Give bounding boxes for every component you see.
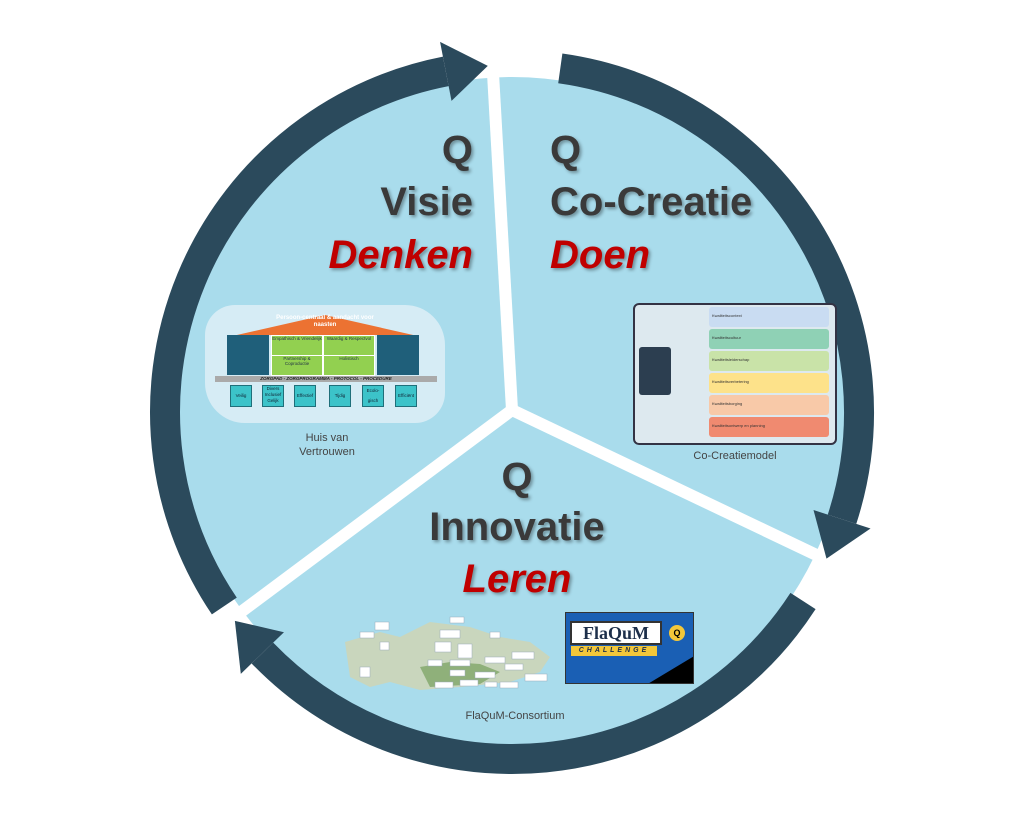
model-band: Kwaliteitsverbetering	[709, 373, 829, 393]
house-base: Veilig	[230, 385, 252, 407]
caption-line: Vertrouwen	[299, 446, 355, 458]
visie-verb: Denken	[328, 233, 474, 277]
arrowhead-icon	[813, 509, 871, 559]
huis-van-vertrouwen-image: Persoon-centraal & aandacht voor naasten…	[205, 305, 445, 423]
arrowhead-icon	[440, 41, 488, 101]
innovatie-q: Q	[501, 455, 533, 499]
huis-caption: Huis van Vertrouwen	[277, 431, 377, 459]
house-beam: ZORGPAD - ZORGPROGRAMMA - PROTOCOL - PRO…	[215, 376, 437, 382]
house-roof-text: Persoon-centraal & aandacht voor naasten	[276, 315, 374, 328]
model-band: Kwaliteitsborging	[709, 395, 829, 415]
cocreatie-caption: Co-Creatiemodel	[693, 450, 777, 462]
divider-lower-left	[186, 405, 516, 655]
model-band: Kwaliteitscontext	[709, 307, 829, 327]
house-base: Ecolo-gisch	[362, 385, 384, 407]
arrowhead-icon	[234, 620, 284, 674]
house-cell: Partnership & Coproductie	[271, 355, 323, 376]
divider-lower-right	[509, 404, 893, 596]
house-base: Tijdig	[329, 385, 351, 407]
arc-innovatie-to-visie	[251, 592, 816, 774]
divider-top	[484, 19, 518, 411]
arc-cocreatie-to-innovatie	[558, 53, 874, 524]
house-cell: Waardig & Respectvol	[323, 335, 375, 356]
model-lead-box	[639, 347, 671, 395]
house-base: Divers Inclusief Gelijk	[262, 385, 284, 407]
challenge-logo-text: FlaQuM	[570, 621, 662, 645]
model-band: Kwaliteitsontwerp en planning	[709, 417, 829, 437]
consortium-caption: FlaQuM-Consortium	[465, 710, 565, 722]
model-band: Kwaliteitsleiderschap	[709, 351, 829, 371]
challenge-tagline: CHALLENGE	[571, 646, 657, 656]
arc-visie-to-cocreatie	[150, 56, 449, 615]
innovatie-title: Innovatie	[429, 505, 605, 549]
house-cell: Holistisch	[323, 355, 375, 376]
model-band: Kwaliteitscultuur	[709, 329, 829, 349]
challenge-q-badge: Q	[669, 625, 685, 641]
cocreatie-q: Q	[550, 128, 582, 172]
sector-dividers	[186, 19, 893, 655]
house-base: Effectief	[294, 385, 316, 407]
co-creatiemodel-image: Kwaliteitscontext Kwaliteitscultuur Kwal…	[633, 303, 837, 445]
cocreatie-title: Co-Creatie	[550, 180, 753, 224]
house-pillar-left	[227, 335, 269, 375]
house-pillar-right	[377, 335, 419, 375]
innovatie-verb: Leren	[462, 557, 572, 601]
consortium-map-image	[345, 616, 550, 690]
caption-line: Huis van	[305, 432, 349, 444]
cocreatie-verb: Doen	[550, 233, 650, 277]
house-base: Efficiënt	[395, 385, 417, 407]
visie-q: Q	[441, 128, 473, 172]
house-cell: Empathisch & Vriendelijk	[271, 335, 323, 356]
visie-title: Visie	[380, 180, 473, 224]
flaqum-challenge-logo: FlaQuM CHALLENGE Q	[565, 612, 694, 684]
